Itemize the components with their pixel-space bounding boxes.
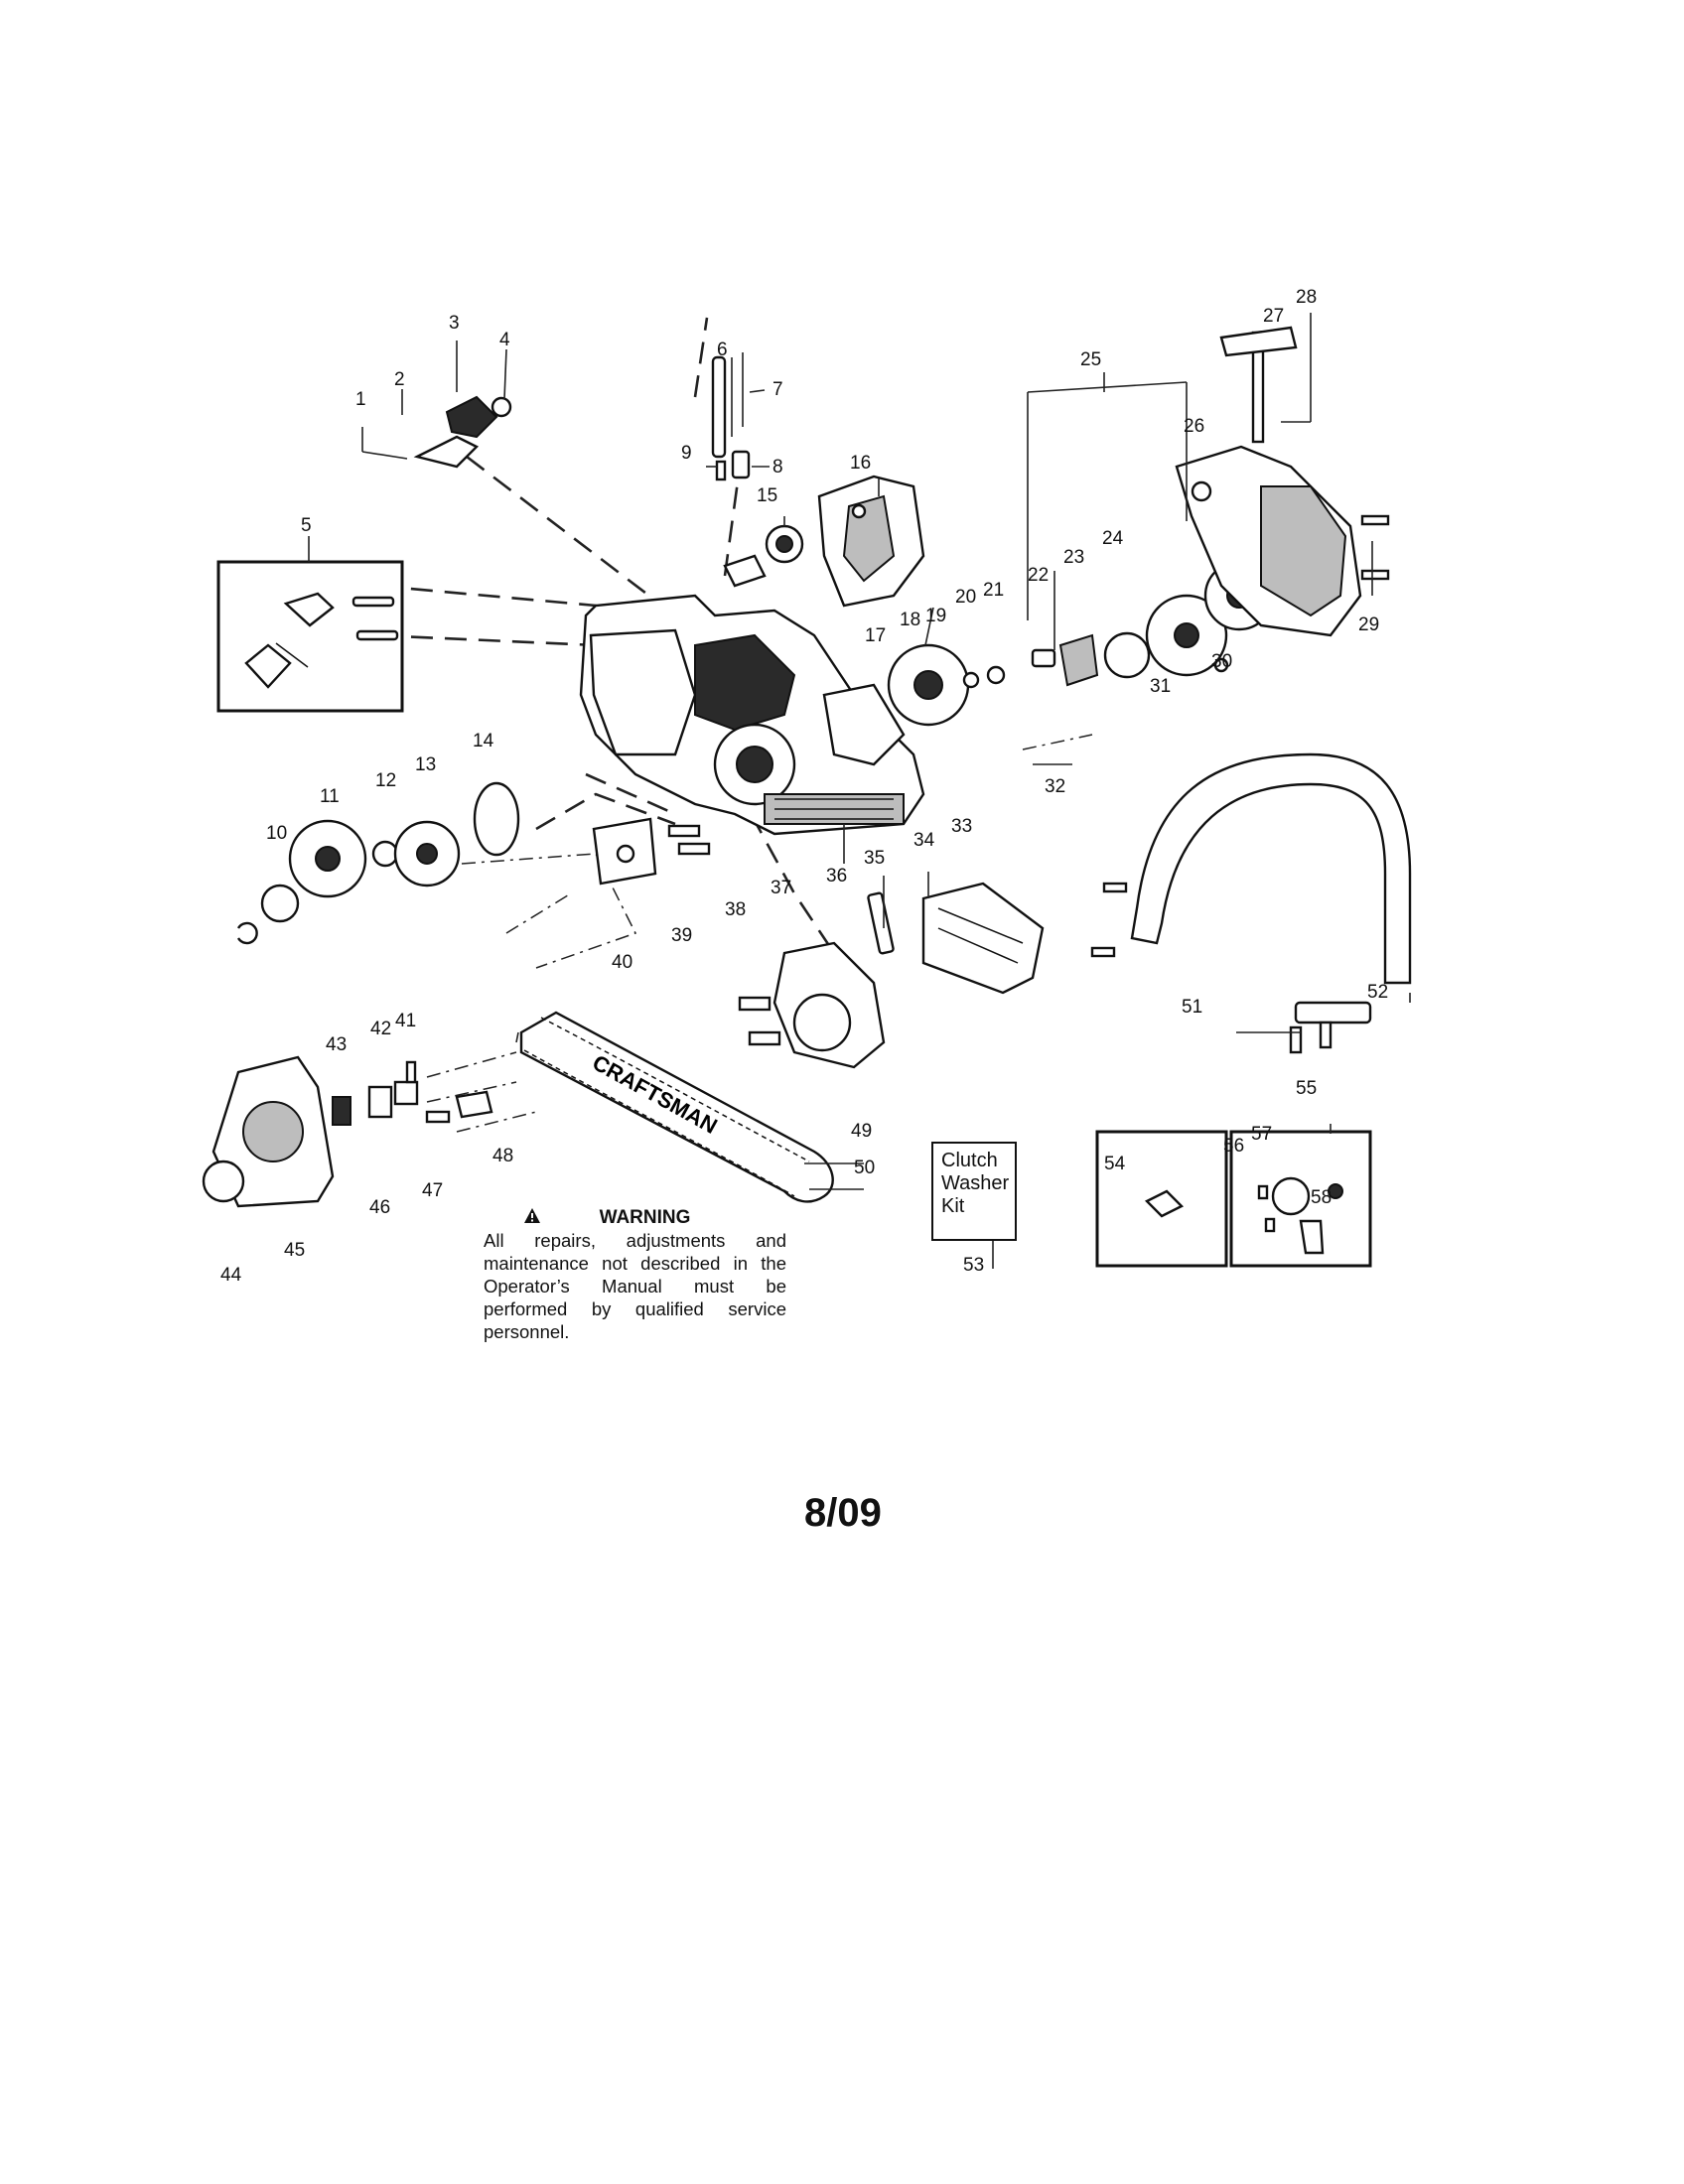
label-1: 1: [355, 389, 366, 410]
label-6: 6: [717, 340, 728, 360]
chain-brake: [738, 882, 1045, 1069]
clutch-group: [236, 781, 520, 945]
label-15: 15: [757, 485, 777, 506]
label-42: 42: [370, 1019, 391, 1039]
label-48: 48: [492, 1146, 513, 1166]
label-52: 52: [1367, 982, 1388, 1003]
label-36: 36: [826, 866, 847, 887]
label-38: 38: [725, 899, 746, 920]
engine-housing: [579, 594, 925, 836]
label-3: 3: [449, 313, 460, 334]
label-39: 39: [671, 925, 692, 946]
warning-notice: WARNING All repairs, adjustments and mai…: [484, 1206, 786, 1343]
clutch-box-line-3: Kit: [941, 1195, 965, 1217]
label-20: 20: [955, 587, 976, 608]
label-23: 23: [1063, 547, 1084, 568]
label-30: 30: [1211, 651, 1232, 672]
label-32: 32: [1045, 776, 1065, 797]
label-11: 11: [320, 786, 340, 807]
label-33: 33: [951, 816, 972, 837]
inset-box-55: [1229, 1130, 1372, 1268]
top-small-parts: [413, 352, 925, 608]
label-51: 51: [1182, 997, 1202, 1018]
clutch-box-line-1: Clutch: [941, 1150, 998, 1171]
clutch-box-line-2: Washer: [941, 1172, 1010, 1194]
front-handle: [1090, 752, 1412, 1054]
label-57: 57: [1251, 1124, 1272, 1145]
label-21: 21: [983, 580, 1004, 601]
label-29: 29: [1358, 614, 1379, 635]
label-16: 16: [850, 453, 871, 474]
clutch-washer-kit-box: Clutch Washer Kit: [931, 1142, 1017, 1241]
label-17: 17: [865, 625, 886, 646]
part-labels: 1 2 3 4 5 6 7 8 9 10 11 12 13 14 15 16 1…: [220, 287, 1388, 1286]
label-50: 50: [854, 1158, 875, 1178]
warning-triangle-icon: [524, 1208, 540, 1223]
label-41: 41: [395, 1011, 416, 1031]
label-19: 19: [925, 606, 946, 626]
label-46: 46: [369, 1197, 390, 1218]
label-47: 47: [422, 1180, 443, 1201]
label-22: 22: [1028, 565, 1049, 586]
label-37: 37: [771, 878, 791, 898]
label-28: 28: [1296, 287, 1317, 308]
label-26: 26: [1184, 416, 1204, 437]
label-27: 27: [1263, 306, 1284, 327]
warning-title: WARNING: [599, 1207, 691, 1228]
label-2: 2: [394, 369, 405, 390]
leader-lines: [308, 313, 1411, 1269]
label-12: 12: [375, 770, 396, 791]
inset-box-5: [216, 560, 404, 713]
warning-text: All repairs, adjustments and maintenance…: [484, 1230, 786, 1342]
starter-housing: [1175, 326, 1390, 637]
label-31: 31: [1150, 676, 1171, 697]
label-5: 5: [301, 515, 312, 536]
label-58: 58: [1311, 1187, 1332, 1208]
side-cover-group: [202, 1055, 493, 1208]
guide-bar: CRAFTSMAN: [519, 1011, 834, 1203]
date-code: 8/09: [804, 1491, 882, 1535]
label-7: 7: [772, 379, 783, 400]
label-56: 56: [1223, 1136, 1244, 1157]
label-24: 24: [1102, 528, 1124, 549]
label-25: 25: [1080, 349, 1101, 370]
label-49: 49: [851, 1121, 872, 1142]
label-18: 18: [900, 610, 920, 630]
flywheel-group: [887, 560, 1275, 727]
label-14: 14: [473, 731, 494, 751]
label-40: 40: [612, 952, 632, 973]
label-4: 4: [499, 330, 510, 350]
label-55: 55: [1296, 1078, 1317, 1099]
bar-studs: [592, 817, 711, 886]
label-35: 35: [864, 848, 885, 869]
label-8: 8: [772, 457, 783, 478]
label-10: 10: [266, 823, 287, 844]
label-34: 34: [913, 830, 935, 851]
inset-box-54: [1095, 1130, 1228, 1268]
label-44: 44: [220, 1265, 242, 1286]
label-43: 43: [326, 1034, 347, 1055]
label-9: 9: [681, 443, 692, 464]
label-53: 53: [963, 1255, 984, 1276]
label-54: 54: [1104, 1154, 1126, 1174]
label-13: 13: [415, 754, 436, 775]
label-45: 45: [284, 1240, 305, 1261]
